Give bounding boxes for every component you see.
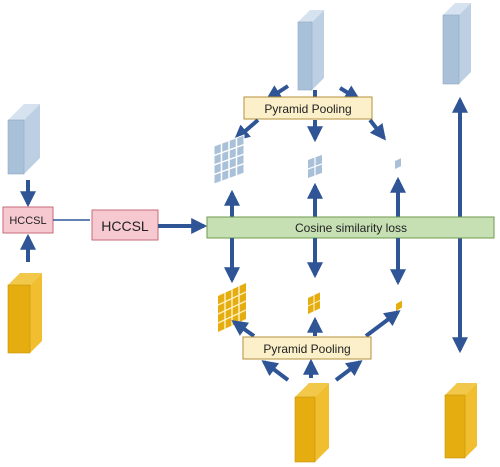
cosine-similarity-loss-bar: Cosine similarity loss xyxy=(206,216,495,239)
bottom-pyramid-arrow-left xyxy=(231,320,256,338)
bottom-grid-1x1 xyxy=(396,300,402,311)
bottom-grid-4x4 xyxy=(218,282,246,332)
bottom-pyramid-pooling-label: Pyramid Pooling xyxy=(263,342,350,356)
bottom-pyramid-arrow-right xyxy=(364,310,401,338)
bottom-pyramid-pooling-box: Pyramid Pooling xyxy=(242,336,372,360)
bottom-right-yellow-block xyxy=(444,383,477,459)
left-yellow-feature-block xyxy=(7,273,42,354)
top-pyramid-pooling-label: Pyramid Pooling xyxy=(264,102,351,116)
bottom-arrow-right xyxy=(334,360,363,382)
middle-hccsl-label: HCCSL xyxy=(101,218,149,234)
top-pyramid-pooling-box: Pyramid Pooling xyxy=(243,96,373,120)
bottom-center-yellow-block xyxy=(294,383,329,463)
cosine-similarity-loss-label: Cosine similarity loss xyxy=(295,221,407,235)
middle-hccsl-box: HCCSL xyxy=(91,209,159,241)
top-right-blue-block xyxy=(442,3,471,85)
bottom-grid-2x2 xyxy=(308,292,320,314)
top-grid-1x1 xyxy=(395,158,401,169)
left-hccsl-box: HCCSL xyxy=(2,206,54,234)
left-blue-feature-block xyxy=(7,104,40,175)
bottom-arrow-left xyxy=(261,360,290,382)
left-hccsl-label: HCCSL xyxy=(9,215,46,227)
top-grid-4x4 xyxy=(213,134,245,185)
top-pyramid-arrow-right xyxy=(368,118,386,141)
top-pyramid-arrow-left xyxy=(233,118,260,142)
top-grid-2x2 xyxy=(308,154,322,178)
top-center-blue-block xyxy=(297,10,324,91)
